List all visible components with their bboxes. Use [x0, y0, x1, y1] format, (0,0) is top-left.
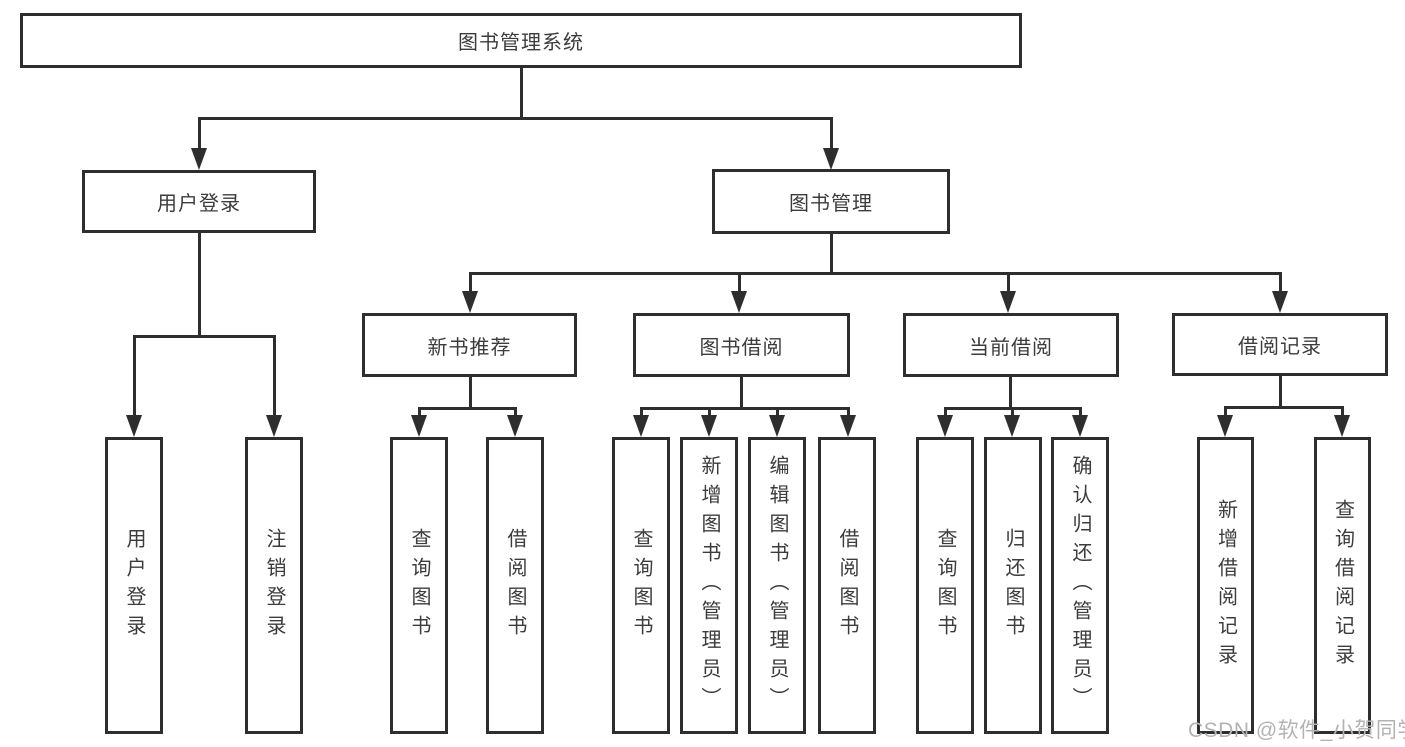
node-label: 当前借阅 — [969, 336, 1053, 359]
arrow-down-icon — [1000, 291, 1016, 313]
leaf-add-borrow-record: 新增借阅记录 — [1197, 437, 1254, 734]
arrow-down-icon — [823, 148, 839, 170]
connector-drop-current-borrow — [1006, 272, 1010, 294]
leaf-label: 借阅图书 — [836, 527, 858, 644]
leaf-label: 编辑图书（管理员） — [766, 455, 788, 716]
leaf-query-books-recommend: 查询图书 — [390, 437, 448, 734]
node-new-book-recommend: 新书推荐 — [362, 313, 577, 377]
arrow-down-icon — [840, 415, 856, 437]
connector-drop — [417, 407, 421, 419]
leaf-label: 查询图书 — [934, 527, 956, 644]
node-borrow-records: 借阅记录 — [1172, 313, 1388, 376]
node-current-borrow: 当前借阅 — [903, 313, 1119, 377]
node-book-borrow: 图书借阅 — [633, 313, 850, 377]
connector-root-stem — [519, 68, 523, 120]
arrow-down-icon — [701, 415, 717, 437]
node-label: 图书管理 — [789, 193, 873, 215]
arrow-down-icon — [411, 415, 427, 437]
connector-drop — [1010, 407, 1014, 419]
arrow-down-icon — [1334, 415, 1350, 437]
node-label: 用户登录 — [157, 193, 241, 215]
leaf-label: 查询借阅记录 — [1331, 498, 1354, 673]
leaf-logout: 注销登录 — [245, 437, 303, 734]
leaf-label: 归还图书 — [1002, 527, 1024, 644]
connector-current-borrow-stem — [1008, 377, 1012, 407]
leaf-label: 确认归还（管理员） — [1069, 455, 1091, 716]
connector-book-borrow-rail — [639, 407, 850, 410]
arrow-down-icon — [1004, 415, 1020, 437]
node-label: 图书借阅 — [699, 336, 784, 359]
leaf-query-books-borrow: 查询图书 — [612, 437, 670, 734]
connector-drop — [846, 407, 850, 419]
arrow-down-icon — [769, 415, 785, 437]
arrow-down-icon — [633, 415, 649, 437]
leaf-label: 新增图书（管理员） — [698, 455, 720, 716]
leaf-query-borrow-record: 查询借阅记录 — [1314, 437, 1371, 734]
connector-drop-book-borrow — [737, 272, 741, 294]
leaf-borrow-books-recommend: 借阅图书 — [486, 437, 544, 734]
node-book-management: 图书管理 — [712, 169, 950, 234]
node-label: 新书推荐 — [427, 336, 512, 359]
leaf-label: 查询图书 — [408, 527, 430, 644]
csdn-watermark: CSDN @软件_小贺同学 — [1188, 719, 1405, 742]
connector-drop — [639, 407, 643, 419]
connector-borrow-records-rail — [1223, 406, 1344, 409]
arrow-down-icon — [507, 415, 523, 437]
connector-book-management-stem — [829, 234, 833, 272]
leaf-add-books-admin: 新增图书（管理员） — [680, 437, 738, 734]
arrow-down-icon — [266, 415, 282, 437]
connector-drop-book-management — [829, 117, 833, 151]
leaf-confirm-return-admin: 确认归还（管理员） — [1051, 437, 1109, 734]
arrow-down-icon — [1217, 415, 1233, 437]
connector-drop-borrow-records — [1278, 272, 1282, 294]
connector-drop — [1340, 406, 1344, 419]
node-label: 借阅记录 — [1238, 336, 1322, 358]
leaf-borrow-books-borrow: 借阅图书 — [818, 437, 876, 734]
leaf-edit-books-admin: 编辑图书（管理员） — [748, 437, 806, 734]
connector-drop — [707, 407, 711, 419]
leaf-return-books: 归还图书 — [984, 437, 1042, 734]
connector-drop-logout — [272, 335, 276, 419]
arrow-down-icon — [462, 291, 478, 313]
node-label: 图书管理系统 — [458, 32, 584, 54]
connector-drop — [775, 407, 779, 419]
arrow-down-icon — [937, 415, 953, 437]
connector-drop — [1078, 407, 1082, 419]
arrow-down-icon — [1272, 291, 1288, 313]
node-library-management-system: 图书管理系统 — [20, 13, 1022, 68]
connector-drop-user-login-leaf — [132, 335, 136, 419]
leaf-label: 用户登录 — [123, 527, 145, 644]
connector-drop-user-login — [197, 117, 201, 151]
connector-drop — [513, 407, 517, 419]
leaf-label: 注销登录 — [263, 527, 285, 644]
connector-user-login-stem — [197, 233, 201, 335]
connector-drop — [1223, 406, 1227, 419]
leaf-label: 查询图书 — [630, 527, 652, 644]
arrow-down-icon — [191, 148, 207, 170]
arrow-down-icon — [731, 291, 747, 313]
connector-drop-new-book-recommend — [468, 272, 472, 294]
connector-drop — [943, 407, 947, 419]
connector-borrow-records-stem — [1278, 376, 1282, 407]
node-user-login: 用户登录 — [82, 170, 316, 233]
leaf-label: 新增借阅记录 — [1214, 498, 1237, 673]
leaf-label: 借阅图书 — [504, 527, 526, 644]
connector-new-book-recommend-rail — [417, 407, 517, 410]
leaf-user-login: 用户登录 — [105, 437, 163, 734]
connector-user-login-rail — [132, 335, 276, 338]
connector-book-borrow-stem — [739, 377, 743, 407]
connector-book-management-rail — [468, 272, 1282, 275]
connector-root-rail — [197, 117, 833, 120]
connector-new-book-recommend-stem — [468, 377, 472, 407]
leaf-query-books-current: 查询图书 — [916, 437, 974, 734]
arrow-down-icon — [126, 415, 142, 437]
arrow-down-icon — [1072, 415, 1088, 437]
